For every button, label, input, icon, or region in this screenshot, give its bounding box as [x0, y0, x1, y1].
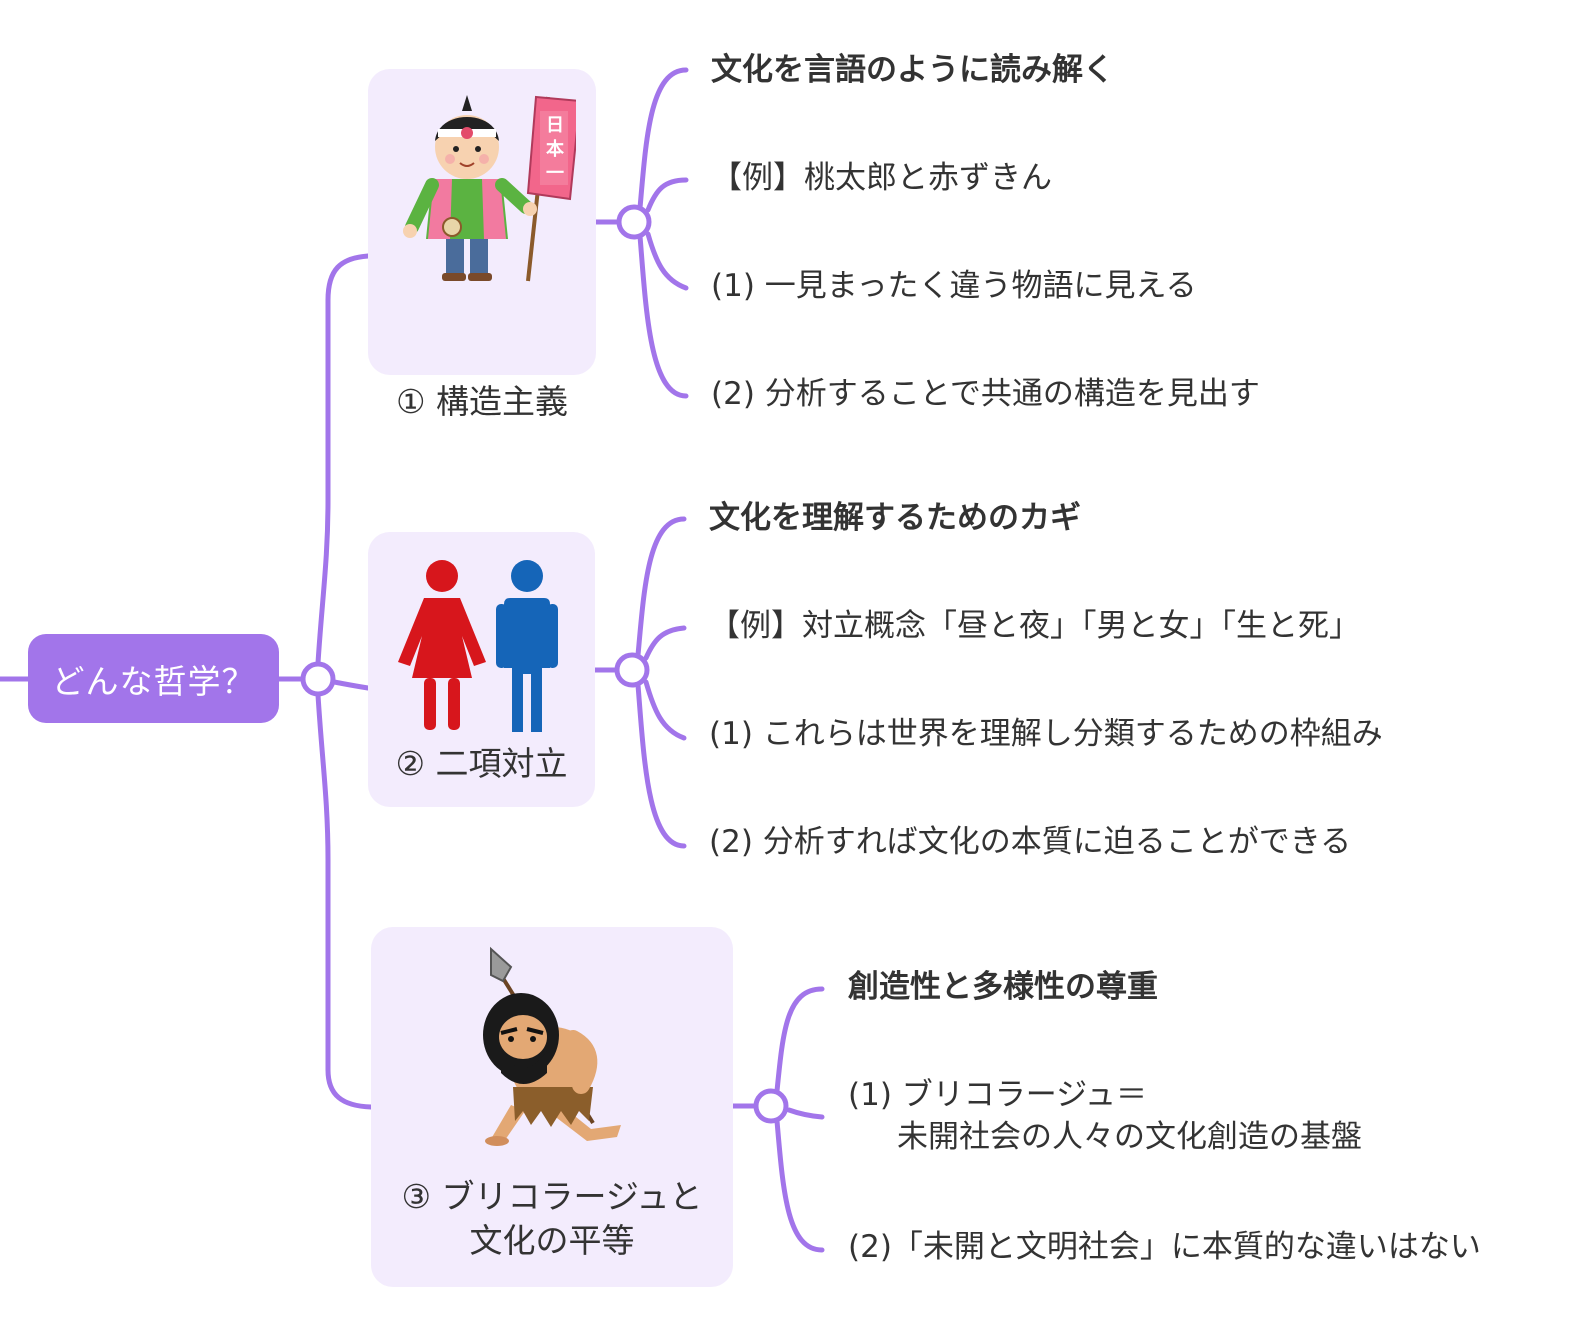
leaf-t3-heading[interactable]: 創造性と多様性の尊重 [848, 969, 1158, 1005]
momotaro-icon: 日 本 一 [403, 95, 576, 282]
caveman-hunter-icon [483, 946, 621, 1146]
leaf-t2-point-2[interactable]: (2) 分析すれば文化の本質に迫ることができる [709, 824, 1352, 860]
leaf-t2-heading[interactable]: 文化を理解するためのカギ [709, 500, 1081, 536]
topic2-leaf1-line [635, 516, 687, 658]
topic2-hub-node [614, 652, 650, 688]
topic-structuralism[interactable]: 日 本 一 ① 構造主義 [368, 69, 596, 421]
topic-structuralism-label: ① 構造主義 [395, 382, 569, 421]
leaf-t1-point-2[interactable]: (2) 分析することで共通の構造を見出す [711, 376, 1260, 412]
leaf-t1-point-1[interactable]: (1) 一見まったく違う物語に見える [711, 268, 1197, 304]
topic2-leaf4-line [635, 682, 687, 849]
topic1-leaf4-line [637, 233, 689, 399]
flag-text-3: 一 [546, 163, 564, 184]
leaf-t2-point-1[interactable]: (1) これらは世界を理解し分類するための枠組み [709, 716, 1383, 752]
leaf-t2-example[interactable]: 【例】対立概念「昼と夜」「男と女」「生と死」 [709, 608, 1360, 644]
topic2-leaf2-line [643, 625, 687, 661]
topic-bricolage-label-line1: ③ ブリコラージュと [401, 1177, 703, 1216]
man-woman-restroom-icon [398, 560, 558, 732]
leaf-t3-point-1-line2: 未開社会の人々の文化創造の基盤 [897, 1119, 1362, 1155]
root-hub-node [300, 661, 336, 697]
root-label: どんな哲学？ [51, 661, 256, 701]
branch-topic-2 [331, 679, 371, 691]
topic-binary-opposition[interactable]: ② 二項対立 [368, 532, 595, 807]
topic3-hub-node [753, 1088, 789, 1124]
topic3-leaf3-line [774, 1118, 825, 1253]
leaf-t3-point-1[interactable]: (1) ブリコラージュ＝ 未開社会の人々の文化創造の基盤 [848, 1074, 1362, 1158]
topic1-leaf1-line [637, 67, 689, 211]
topic-bricolage[interactable]: ③ ブリコラージュと 文化の平等 [371, 927, 733, 1287]
topic-bricolage-label-line2: 文化の平等 [469, 1221, 635, 1260]
topic-bricolage-label: ③ ブリコラージュと 文化の平等 [371, 1175, 733, 1263]
topic1-leaf2-line [645, 177, 689, 213]
branch-topic-1 [315, 253, 371, 666]
leaf-t1-example[interactable]: 【例】桃太郎と赤ずきん [711, 160, 1052, 196]
leaf-t3-point-1-line1: (1) ブリコラージュ＝ [848, 1077, 1147, 1113]
flag-text-1: 日 [546, 115, 564, 136]
topic3-leaf2-line [786, 1107, 825, 1120]
topic1-leaf3-line [645, 231, 689, 291]
leaf-t3-point-2[interactable]: (2)「未開と文明社会」に本質的な違いはない [848, 1229, 1481, 1265]
topic3-leaf1-line [774, 986, 825, 1094]
root-node[interactable]: どんな哲学？ [28, 634, 279, 723]
flag-text-2: 本 [546, 138, 564, 160]
topic1-hub-node [616, 204, 652, 240]
leaf-t1-heading[interactable]: 文化を言語のように読み解く [711, 52, 1114, 88]
topic-binary-opposition-label: ② 二項対立 [395, 744, 568, 783]
topic2-leaf3-line [643, 679, 687, 741]
branch-topic-3 [315, 692, 374, 1110]
